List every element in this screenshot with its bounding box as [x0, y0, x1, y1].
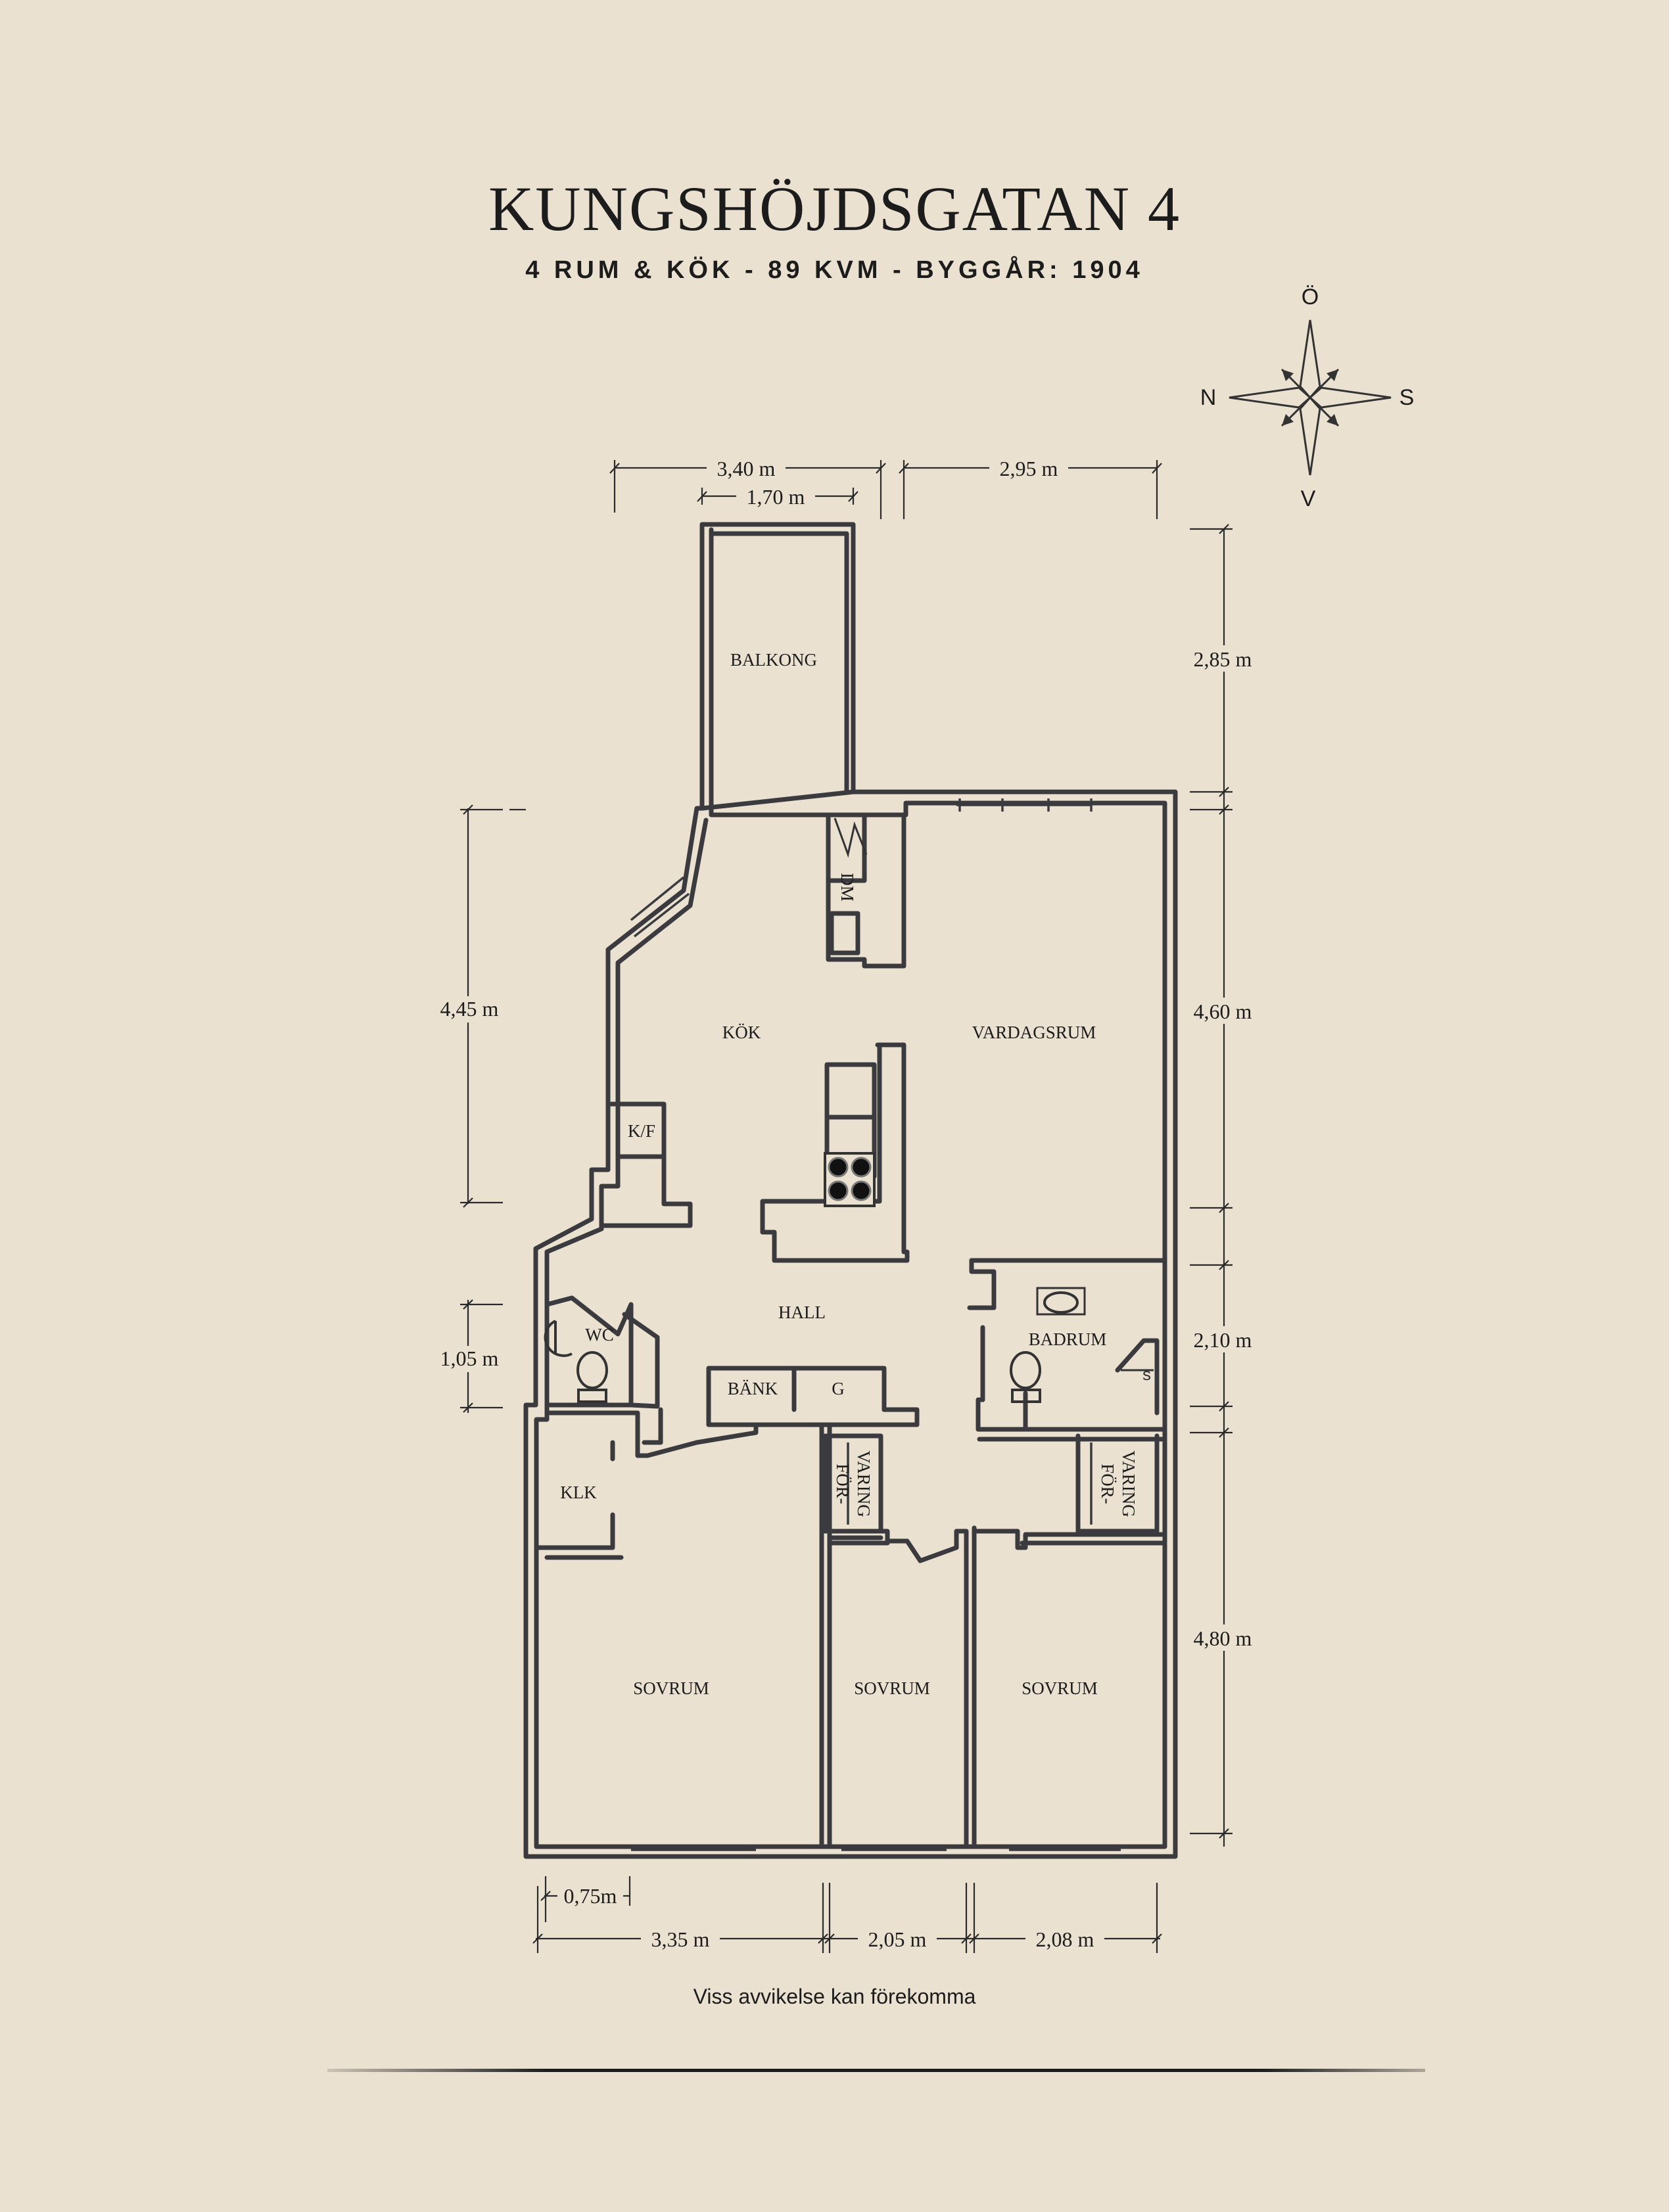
dim-left-445: 4,45 m	[440, 997, 499, 1021]
room-label-living-room: VARDAGSRUM	[972, 1023, 1096, 1042]
compass-west-label: V	[1301, 486, 1316, 511]
dim-bottom-205: 2,05 m	[868, 1927, 927, 1951]
dim-right-285: 2,85 m	[1194, 647, 1252, 671]
ventilation-zigzag-icon	[834, 818, 868, 858]
dim-right-480: 4,80 m	[1194, 1626, 1252, 1650]
dimension-right: 2,85 m 4,60 m 2,10 m 4,80 m	[1183, 524, 1262, 1847]
page-title: KUNGSHÖJDSGATAN 4	[488, 173, 1181, 244]
room-label-bathroom: BADRUM	[1029, 1329, 1107, 1349]
toilet-icon	[576, 1351, 608, 1403]
room-label-bedroom-1: SOVRUM	[633, 1678, 709, 1698]
storage-1-label-line2: VARING	[854, 1450, 874, 1517]
bathroom-toilet-icon	[1010, 1351, 1041, 1403]
dim-bottom-075: 0,75m	[564, 1884, 617, 1908]
compass-east-label: Ö	[1302, 285, 1319, 310]
room-label-hall: HALL	[778, 1302, 826, 1322]
svg-text:s: s	[1142, 1364, 1151, 1384]
dim-top-340: 3,40 m	[717, 457, 776, 480]
dim-top-295: 2,95 m	[1000, 457, 1058, 480]
exterior-walls	[523, 522, 1178, 1859]
shower-icon: s	[1121, 1364, 1154, 1384]
storage-2-label-line2: VARING	[1119, 1450, 1139, 1517]
compass-south-label: S	[1399, 385, 1415, 410]
dimension-left: 4,45 m 1,05 m	[431, 804, 526, 1413]
room-label-closet: KLK	[560, 1483, 597, 1502]
storage-2-label-line1: FÖR-	[1098, 1463, 1117, 1504]
dishwasher-label: DM	[837, 873, 857, 902]
disclaimer-note: Viss avvikelse kan förekomma	[693, 1985, 976, 2008]
bathroom-sink-icon	[1036, 1287, 1086, 1316]
g-label: G	[832, 1379, 845, 1398]
room-label-wc: WC	[585, 1325, 614, 1345]
property-summary: 4 RUM & KÖK - 89 KVM - BYGGÅR: 1904	[525, 256, 1144, 284]
dim-top-170: 1,70 m	[747, 485, 805, 509]
room-label-kitchen: KÖK	[722, 1023, 761, 1042]
stove-icon	[824, 1152, 876, 1207]
dimension-top: 3,40 m 1,70 m 2,95 m	[609, 455, 1162, 519]
dimension-bottom: 0,75m 3,35 m 2,05 m 2,08 m	[532, 1876, 1162, 1953]
room-label-bedroom-2: SOVRUM	[854, 1678, 930, 1698]
fridge-freezer-label: K/F	[628, 1121, 655, 1141]
dim-right-460: 4,60 m	[1194, 1000, 1252, 1023]
dim-bottom-208: 2,08 m	[1036, 1927, 1094, 1951]
sink-icon	[544, 1320, 573, 1357]
storage-1-label-line1: FÖR-	[833, 1463, 853, 1504]
dim-bottom-335: 3,35 m	[651, 1927, 710, 1951]
dim-right-210: 2,10 m	[1194, 1328, 1252, 1352]
compass-north-label: N	[1200, 385, 1217, 410]
divider-rule	[327, 2069, 1425, 2072]
bench-label: BÄNK	[728, 1379, 778, 1398]
interior-walls	[534, 812, 1167, 1849]
room-label-balcony: BALKONG	[730, 650, 817, 670]
compass-rose-icon: Ö N S V	[1200, 285, 1415, 511]
room-label-bedroom-3: SOVRUM	[1022, 1678, 1098, 1698]
dim-left-105: 1,05 m	[440, 1347, 499, 1370]
